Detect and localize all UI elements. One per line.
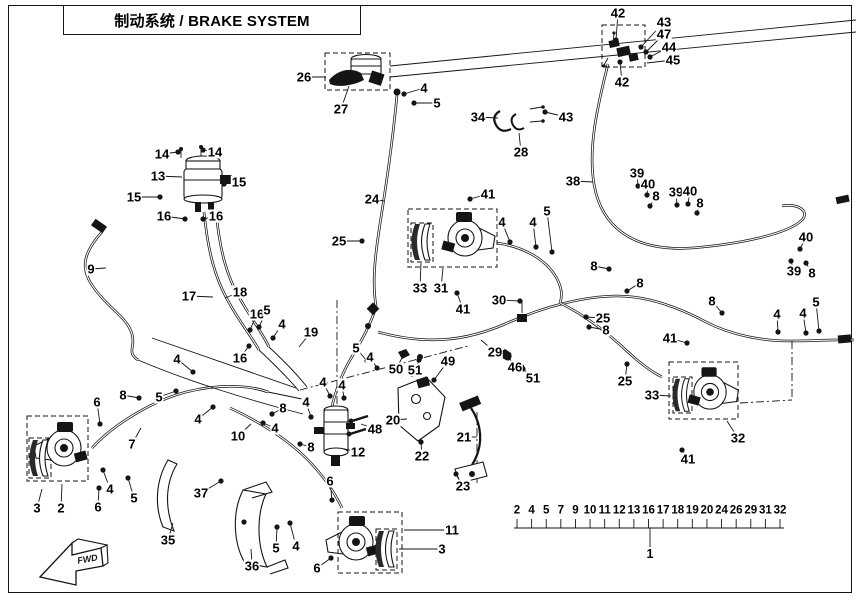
title-box: 制动系统 / BRAKE SYSTEM xyxy=(63,5,361,35)
fwd-label: FWD xyxy=(77,552,99,565)
front-master-cylinder-box xyxy=(324,52,391,91)
bottom-caliper-box xyxy=(337,511,403,574)
rear-caliper xyxy=(440,211,496,257)
fluid-reservoir xyxy=(179,145,232,212)
bottom-caliper xyxy=(325,515,381,561)
leader-lines xyxy=(36,12,822,569)
assembly-boxes xyxy=(26,24,739,574)
bottom-brake-pads xyxy=(374,530,395,568)
brake-pedal xyxy=(454,395,488,484)
rear-caliper-box xyxy=(407,208,498,268)
switch-box xyxy=(601,24,646,68)
pedal-bracket xyxy=(397,349,525,442)
disc-guards xyxy=(156,459,289,575)
bottom-pads-box xyxy=(375,528,398,571)
right-brake-pads xyxy=(672,378,690,412)
page-title: 制动系统 / BRAKE SYSTEM xyxy=(114,12,310,30)
construction-lines xyxy=(299,300,793,483)
hose-fittings xyxy=(90,194,852,377)
front-master-cylinder xyxy=(329,53,401,96)
rear-brake-pads xyxy=(410,223,431,261)
left-caliper-box xyxy=(26,415,89,482)
drawing-border xyxy=(8,5,852,593)
brake-hoses xyxy=(83,62,856,510)
right-caliper xyxy=(686,366,740,410)
handlebar-clamp xyxy=(493,105,545,132)
rear-master-cylinder xyxy=(314,405,369,466)
fwd-arrow: FWD xyxy=(38,538,109,586)
rear-pads-box xyxy=(410,222,434,263)
